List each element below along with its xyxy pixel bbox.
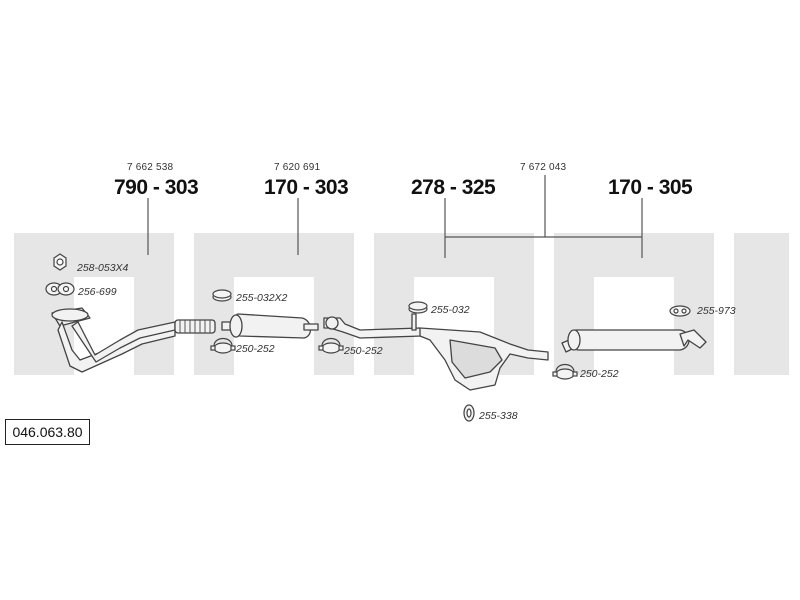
ring-icon [408,301,428,314]
part-number: 170 - 303 [264,176,349,199]
oem-number: 7 662 538 [127,162,174,173]
rubber-mount-icon [463,404,475,422]
ring-icon [212,289,232,302]
clamp-icon [552,363,578,380]
reference-number-box: 046.063.80 [5,419,90,445]
accessory-label: 255-032X2 [236,292,288,304]
accessory-label: 250-252 [344,345,383,357]
flex-pipe [174,319,216,334]
hanger-icon [669,305,691,317]
reference-number: 046.063.80 [12,424,83,440]
part-number: 278 - 325 [411,176,496,199]
accessory-label: 256-699 [78,286,117,298]
front-pipe [51,307,176,373]
gasket-icon [45,282,75,296]
accessory-label: 250-252 [236,343,275,355]
oem-number: 7 620 691 [274,162,321,173]
oem-number: 7 672 043 [520,162,567,173]
accessory-label: 255-973 [697,305,736,317]
accessory-label: 250-252 [580,368,619,380]
center-muffler [411,313,549,391]
clamp-icon [318,337,344,354]
part-number: 790 - 303 [114,176,199,199]
accessory-label: 255-338 [479,410,518,422]
part-number: 170 - 305 [608,176,693,199]
accessory-label: 255-032 [431,304,470,316]
rear-muffler [561,329,707,353]
accessory-label: 258-053X4 [77,262,129,274]
middle-muffler [221,313,319,339]
clamp-icon [210,337,236,354]
nut-icon [53,253,67,271]
